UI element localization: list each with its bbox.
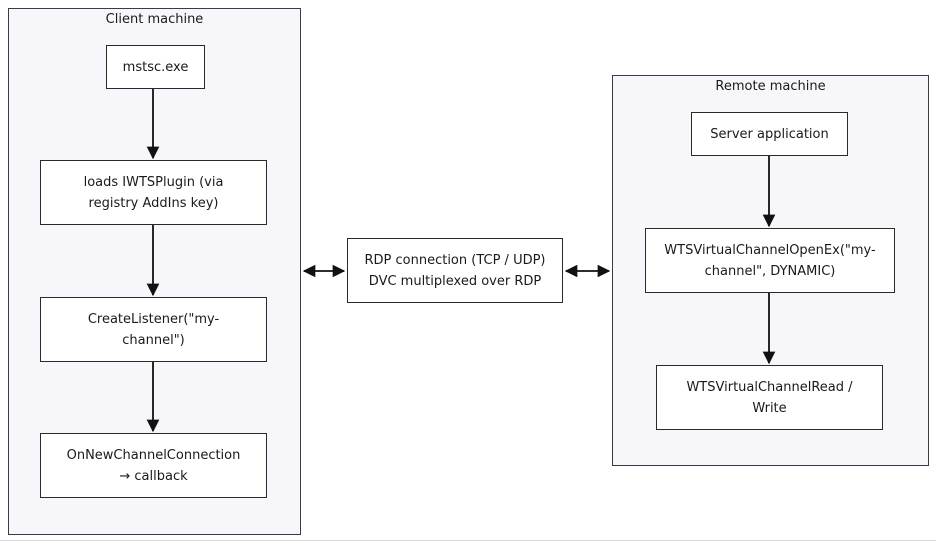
mstsc-label: mstsc.exe xyxy=(122,59,189,75)
wts-read-write-label-line1: WTSVirtualChannelRead / xyxy=(686,379,853,395)
create-listener-label-line1: CreateListener("my- xyxy=(87,311,220,327)
server-application-label: Server application xyxy=(710,126,829,142)
mstsc-node: mstsc.exe xyxy=(106,45,205,89)
wts-read-write-node: WTSVirtualChannelRead / Write xyxy=(656,365,883,430)
on-new-channel-connection-node: OnNewChannelConnection → callback xyxy=(40,433,267,498)
rdp-connection-node: RDP connection (TCP / UDP) DVC multiplex… xyxy=(347,238,563,303)
iwtsplugin-node: loads IWTSPlugin (via registry AddIns ke… xyxy=(40,160,267,225)
wts-open-label-line1: WTSVirtualChannelOpenEx("my- xyxy=(664,242,876,258)
bottom-divider xyxy=(0,540,936,541)
iwtsplugin-label-line2: registry AddIns key) xyxy=(88,195,219,211)
create-listener-label-line2: channel") xyxy=(122,332,185,348)
wts-open-label-line2: channel", DYNAMIC) xyxy=(704,263,836,279)
iwtsplugin-label-line1: loads IWTSPlugin (via xyxy=(83,174,224,190)
remote-machine-title: Remote machine xyxy=(715,79,826,94)
wts-read-write-label-line2: Write xyxy=(752,400,787,416)
wts-open-node: WTSVirtualChannelOpenEx("my- channel", D… xyxy=(645,228,895,293)
rdp-connection-label-line1: RDP connection (TCP / UDP) xyxy=(364,252,546,268)
rdp-connection-label-line2: DVC multiplexed over RDP xyxy=(368,273,542,289)
client-machine-title: Client machine xyxy=(105,12,204,27)
server-application-node: Server application xyxy=(691,112,848,156)
on-new-channel-connection-label-line2: → callback xyxy=(119,468,188,484)
create-listener-node: CreateListener("my- channel") xyxy=(40,297,267,362)
on-new-channel-connection-label-line1: OnNewChannelConnection xyxy=(66,447,241,463)
